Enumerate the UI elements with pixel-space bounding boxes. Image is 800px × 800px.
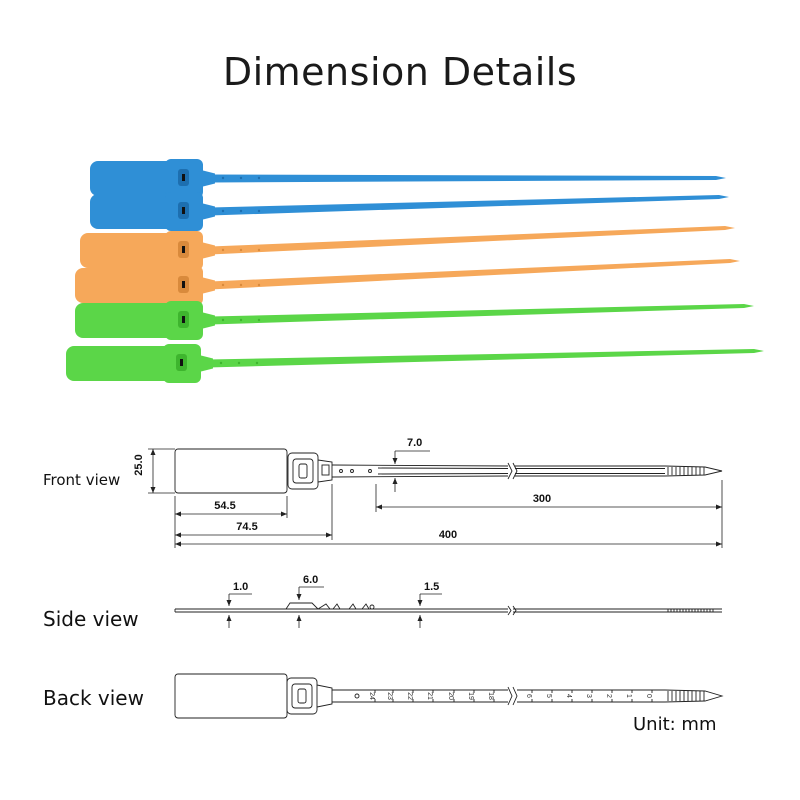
- scale-number: 4: [565, 694, 572, 698]
- seal-tag-green: [66, 344, 764, 383]
- dim-height: 25.0: [133, 454, 145, 475]
- scale-numbers-right: 6 5 4 3 2 1 0: [525, 694, 652, 698]
- scale-number: 3: [585, 694, 592, 698]
- seal-tag-green: [75, 301, 754, 340]
- front-dimensions: [148, 448, 723, 548]
- scale-number: 1: [625, 694, 632, 698]
- scale-number: 24: [368, 692, 375, 700]
- dim-strap-width: 7.0: [407, 437, 422, 449]
- scale-number: 23: [386, 692, 393, 700]
- side-dimensions: [228, 586, 442, 628]
- scale-number: 22: [406, 692, 413, 700]
- scale-number: 18: [487, 692, 494, 700]
- scale-number: 0: [645, 694, 652, 698]
- scale-number: 20: [447, 692, 454, 700]
- scale-number: 2: [605, 694, 612, 698]
- page-title: Dimension Details: [222, 50, 578, 94]
- unit-label: Unit: mm: [633, 714, 717, 735]
- scale-number: 19: [467, 692, 474, 700]
- scale-number: 21: [426, 692, 433, 700]
- side-view-drawing: [174, 602, 722, 616]
- dim-total-length: 400: [439, 529, 457, 541]
- dim-lock-thickness: 6.0: [303, 574, 318, 586]
- scale-number: 6: [525, 694, 532, 698]
- side-view-label: Side view: [43, 607, 139, 631]
- dim-head-width: 54.5: [214, 500, 235, 512]
- side-dimension-arrows: [226, 594, 423, 621]
- seal-tag-blue: [90, 192, 729, 231]
- dim-tag-thickness: 1.0: [233, 581, 248, 593]
- scale-numbers-left: 24 23 22 21 20 19 18: [368, 692, 494, 700]
- front-dimension-arrows: [150, 449, 722, 547]
- dim-strap-thickness: 1.5: [424, 581, 439, 593]
- dim-head-to-hole: 74.5: [236, 521, 257, 533]
- back-view-label: Back view: [43, 686, 144, 710]
- seal-tag-orange: [80, 226, 735, 270]
- product-photo: [66, 159, 764, 383]
- front-view-label: Front view: [43, 471, 121, 489]
- dim-strap-length: 300: [533, 493, 551, 505]
- seal-tag-orange: [75, 259, 740, 305]
- back-view-drawing: [174, 673, 724, 719]
- front-view-drawing: [174, 448, 723, 494]
- scale-number: 5: [545, 694, 552, 698]
- seal-tag-blue: [90, 159, 726, 198]
